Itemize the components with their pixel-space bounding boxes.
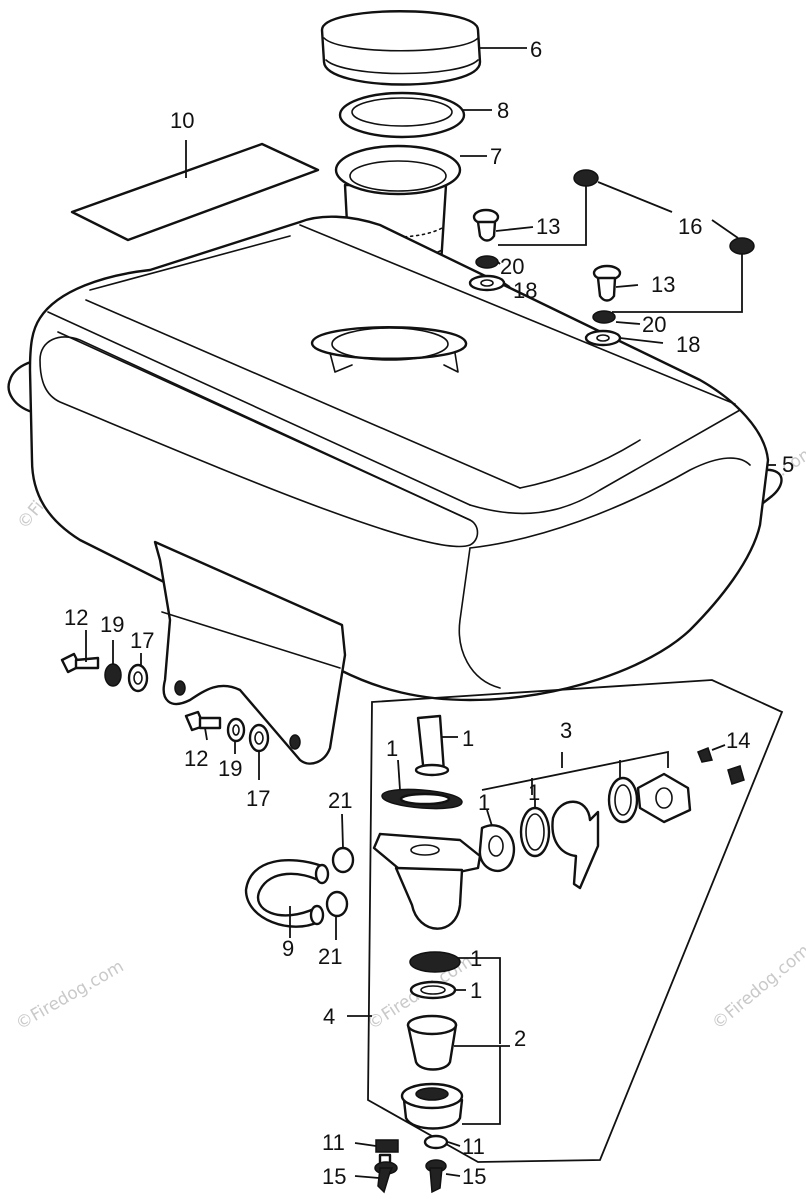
callout-5: 5 [782, 452, 794, 477]
mounting-bracket-part [153, 540, 347, 765]
callout-10: 10 [170, 108, 194, 133]
callout-11-right: 11 [462, 1134, 485, 1159]
callout-11-left: 11 [322, 1130, 345, 1155]
drain-bolt-part-lower [584, 264, 622, 347]
fuel-hose-part [244, 859, 330, 928]
watermark: ©Firedog.com [13, 956, 128, 1034]
callout-labels: 6 8 7 10 13 16 20 18 13 20 18 5 12 19 17… [64, 37, 794, 1189]
callout-15-right: 15 [462, 1164, 486, 1189]
leader-lines [85, 47, 776, 1179]
callout-8: 8 [497, 98, 509, 123]
callout-17-upper: 17 [130, 628, 154, 653]
callout-4: 4 [323, 1004, 335, 1029]
callout-13-lower: 13 [651, 272, 675, 297]
bracket-bolt-set-upper [60, 652, 149, 693]
hose-clip-part [325, 846, 355, 918]
callout-6: 6 [530, 37, 542, 62]
callout-14: 14 [726, 728, 750, 753]
callout-18-lower: 18 [676, 332, 700, 357]
callout-15-left: 15 [322, 1164, 346, 1189]
callout-1-packing: 1 [386, 736, 398, 761]
decal-label-part [70, 142, 320, 242]
cap-gasket-part [338, 91, 466, 139]
callout-1-lever: 1 [478, 790, 490, 815]
watermark: ©Firedog.com [708, 941, 806, 1034]
callout-9: 9 [282, 936, 294, 961]
callout-1-cup-gasket: 1 [470, 946, 482, 971]
filler-cap-part [320, 10, 482, 86]
callout-1-cup-oring: 1 [470, 978, 482, 1003]
callout-19-lower: 19 [218, 756, 242, 781]
callout-1-oring: 1 [528, 780, 540, 805]
callout-2: 2 [514, 1026, 526, 1051]
callout-12-lower: 12 [184, 746, 208, 771]
callout-20-lower: 20 [642, 312, 666, 337]
callout-21-upper: 21 [328, 788, 352, 813]
rubber-cap-part [573, 169, 755, 255]
bracket-bolt-set-lower [184, 710, 270, 753]
callout-13-upper: 13 [536, 214, 560, 239]
callout-16: 16 [678, 214, 702, 239]
callout-19-upper: 19 [100, 612, 124, 637]
callout-12-upper: 12 [64, 605, 88, 630]
callout-3: 3 [560, 718, 572, 743]
callout-1-screen: 1 [462, 726, 474, 751]
callout-17-lower: 17 [246, 786, 270, 811]
callout-20-upper: 20 [500, 254, 524, 279]
callout-18-upper: 18 [513, 278, 537, 303]
lever-set-bracket [481, 750, 669, 795]
callout-21-lower: 21 [318, 944, 342, 969]
fuel-cock-assembly-boundary [367, 679, 784, 1163]
drain-bolt-part-upper [468, 208, 506, 292]
fuel-cock-parts [372, 714, 745, 1194]
callout-7: 7 [490, 144, 502, 169]
